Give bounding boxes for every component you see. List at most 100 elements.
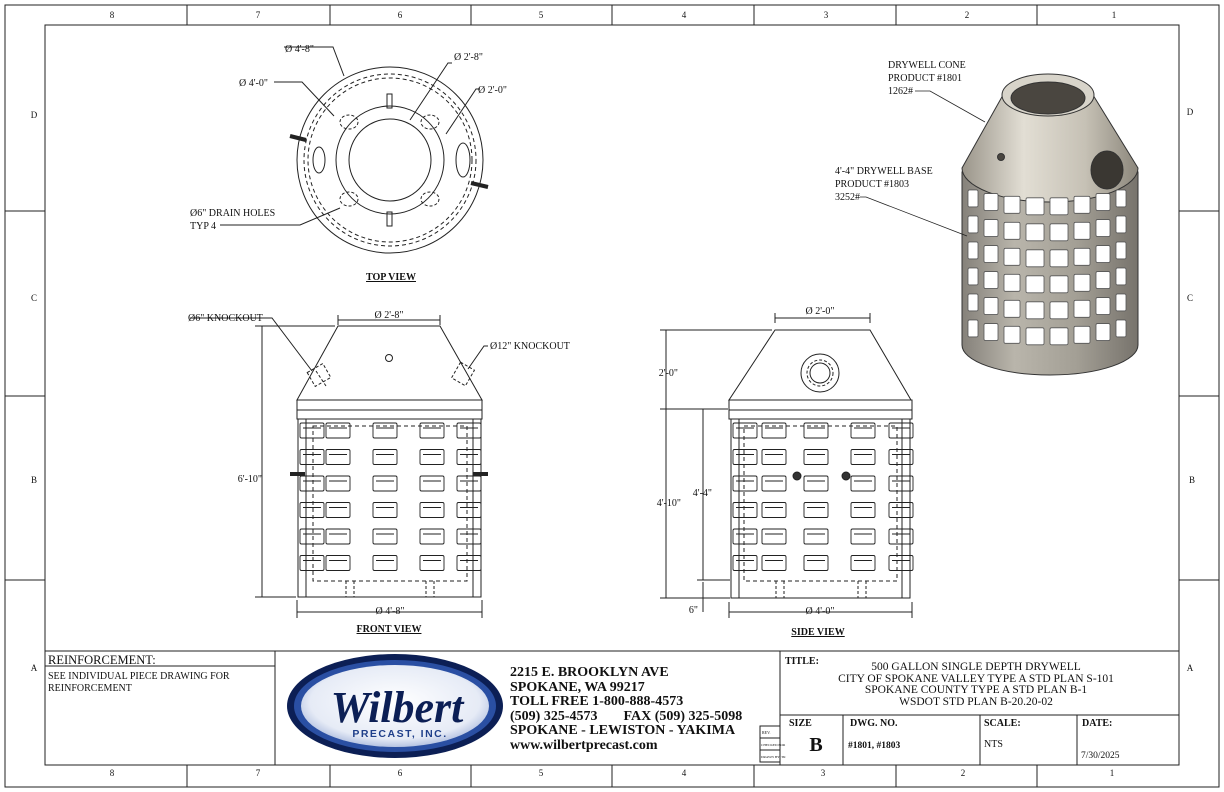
front-window-grid — [299, 422, 482, 571]
col-label: 1 — [1112, 10, 1117, 20]
iso-window — [967, 189, 979, 208]
window-opening — [299, 555, 325, 571]
dim-side-cone-h: 2'-0" — [659, 368, 678, 379]
iso-window — [1025, 223, 1045, 242]
window-opening — [803, 555, 829, 571]
window-opening — [888, 422, 914, 439]
window-opening — [850, 475, 876, 492]
window-opening — [299, 422, 325, 439]
col-label: 3 — [821, 768, 826, 778]
window-opening — [761, 502, 787, 518]
window-opening — [888, 502, 914, 518]
knockout-12-label: Ø12" KNOCKOUT — [490, 341, 570, 352]
col-label: 8 — [110, 10, 115, 20]
iso-window — [1025, 275, 1045, 294]
col-label: 2 — [965, 10, 970, 20]
iso-window — [983, 297, 999, 315]
dim-side-bottom-h: 6" — [689, 605, 698, 616]
window-opening — [372, 449, 398, 465]
dim-opening-diameter: Ø 2'-8" — [454, 52, 483, 63]
window-opening — [456, 475, 482, 492]
window-opening — [803, 449, 829, 465]
window-opening — [456, 528, 482, 545]
cone-weight: 1262# — [888, 86, 913, 97]
window-opening — [372, 502, 398, 518]
reinforcement-header: REINFORCEMENT: — [48, 653, 156, 667]
iso-window — [1073, 299, 1091, 318]
rev-box: REV. — [762, 730, 770, 735]
size-label: SIZE — [789, 718, 812, 729]
iso-window — [1025, 249, 1045, 268]
date-value: 7/30/2025 — [1081, 751, 1120, 761]
window-opening — [325, 449, 351, 465]
iso-window — [1049, 223, 1069, 242]
window-opening — [850, 528, 876, 545]
iso-window — [1095, 219, 1111, 237]
col-label: 7 — [256, 768, 261, 778]
iso-window — [967, 215, 979, 234]
window-opening — [299, 475, 325, 492]
address-city: SPOKANE, WA 99217 — [510, 679, 645, 695]
dim-cone-opening: Ø 2'-0" — [478, 85, 507, 96]
iso-window — [1025, 197, 1045, 216]
company-address: 2215 E. BROOKLYN AVE SPOKANE, WA 99217 T… — [510, 665, 742, 753]
col-label: 8 — [110, 768, 115, 778]
iso-window — [1095, 271, 1111, 289]
scale-label: SCALE: — [984, 718, 1021, 729]
col-label: 2 — [961, 768, 966, 778]
dim-side-total-h: 4'-10" — [657, 498, 681, 509]
reinforcement-note-1: SEE INDIVIDUAL PIECE DRAWING FOR — [48, 671, 230, 682]
title-line-3: SPOKANE COUNTY TYPE A STD PLAN B-1 — [864, 684, 1088, 696]
window-opening — [761, 555, 787, 571]
window-opening — [761, 449, 787, 465]
window-opening — [299, 449, 325, 465]
phone-number: (509) 325-4573 — [510, 708, 598, 724]
dim-outer-diameter: Ø 4'-8" — [285, 44, 314, 55]
window-opening — [325, 528, 351, 545]
iso-window — [1003, 195, 1021, 214]
iso-window — [1073, 273, 1091, 292]
side-view-labels: Ø 2'-0" 2'-0" 4'-10" 4'-4" 6" Ø 4'-0" SI… — [657, 306, 845, 638]
reinforcement-note-2: REINFORCEMENT — [48, 683, 132, 694]
col-label: 5 — [539, 10, 544, 20]
website-link[interactable]: www.wilbertprecast.com — [510, 737, 658, 753]
window-opening — [761, 528, 787, 545]
row-label: C — [31, 293, 37, 303]
iso-window — [1003, 273, 1021, 292]
iso-window — [1115, 189, 1127, 208]
dim-front-height: 6'-10" — [238, 474, 262, 485]
window-opening — [419, 422, 445, 439]
iso-window — [1049, 249, 1069, 268]
iso-window — [983, 219, 999, 237]
row-label: C — [1187, 293, 1193, 303]
window-opening — [419, 555, 445, 571]
window-opening — [850, 555, 876, 571]
window-opening — [299, 502, 325, 518]
iso-labels: DRYWELL CONE PRODUCT #1801 1262# 4'-4" D… — [835, 60, 966, 203]
iso-window — [967, 293, 979, 312]
window-opening — [456, 449, 482, 465]
iso-window — [1115, 215, 1127, 234]
col-label: 4 — [682, 10, 687, 20]
drain-holes-typ: TYP 4 — [190, 221, 216, 232]
border-labels: 8 7 6 5 4 3 2 1 8 7 6 5 4 3 2 1 D C B A … — [31, 10, 1195, 778]
side-window-grid — [732, 422, 914, 571]
date-label: DATE: — [1082, 718, 1112, 729]
window-opening — [761, 422, 787, 439]
front-view — [190, 315, 488, 618]
company-logo: Wilbert PRECAST, INC. — [287, 654, 503, 758]
window-opening — [803, 475, 829, 492]
window-opening — [803, 528, 829, 545]
dim-side-base-h: 4'-4" — [693, 488, 712, 499]
iso-window — [967, 241, 979, 260]
row-label: D — [31, 110, 38, 120]
window-opening — [888, 555, 914, 571]
iso-window — [1073, 247, 1091, 266]
iso-window — [1049, 327, 1069, 346]
drawn-box: DRAWN BY: TR — [761, 755, 786, 759]
side-view — [660, 313, 913, 618]
address-locations: SPOKANE - LEWISTON - YAKIMA — [510, 723, 736, 738]
base-product-number: PRODUCT #1803 — [835, 179, 909, 190]
checked-box: CHECKED FOR — [761, 743, 786, 747]
drawing-title: 500 GALLON SINGLE DEPTH DRYWELL CITY OF … — [800, 661, 1152, 708]
